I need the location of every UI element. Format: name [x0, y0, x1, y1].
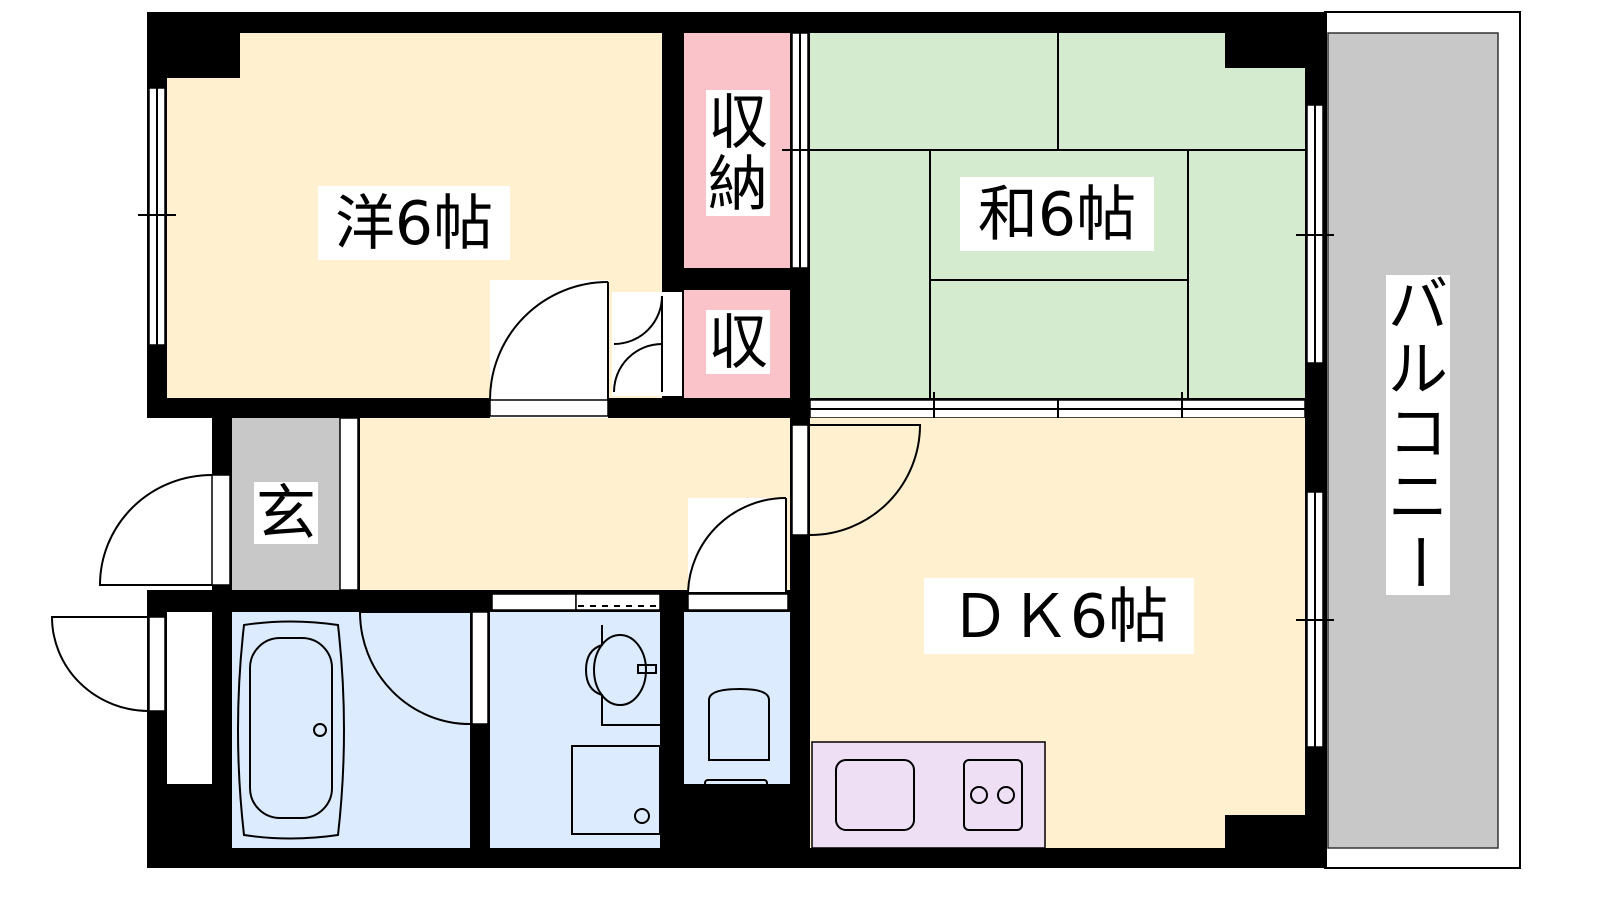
label-entrance: 玄 — [256, 479, 316, 549]
label-western-room: 洋6帖 — [335, 189, 493, 259]
label-storage-2: 納 — [708, 150, 768, 220]
entrance-notch — [100, 418, 212, 590]
burner-icon — [970, 786, 988, 804]
label-balcony-char: ル — [1388, 335, 1448, 405]
label-japanese-room: 和6帖 — [978, 180, 1136, 250]
toilet-icon — [708, 687, 770, 761]
label-balcony-char: コ — [1388, 399, 1448, 469]
bathtub-icon — [237, 620, 345, 840]
tatami-lines — [810, 33, 1305, 398]
stove — [963, 759, 1023, 831]
room-bathroom — [232, 612, 470, 848]
label-balcony-char: ニ — [1388, 463, 1448, 533]
room-washroom — [490, 612, 660, 848]
label-balcony-char: ー — [1383, 532, 1453, 592]
sink-icon — [835, 759, 915, 831]
kitchen-counter — [811, 741, 1046, 849]
burner-icon — [997, 786, 1015, 804]
washbasin-icon — [593, 634, 647, 706]
label-dining-kitchen: ＤＫ6帖 — [950, 582, 1168, 652]
washing-machine-area — [571, 745, 661, 835]
room-toilet — [684, 612, 790, 784]
label-storage-small: 収 — [708, 308, 768, 378]
front-door[interactable] — [211, 474, 231, 586]
side-closet — [167, 612, 212, 784]
label-storage-1: 収 — [708, 88, 768, 158]
door-western[interactable] — [490, 280, 608, 418]
label-balcony-char: バ — [1388, 271, 1448, 341]
